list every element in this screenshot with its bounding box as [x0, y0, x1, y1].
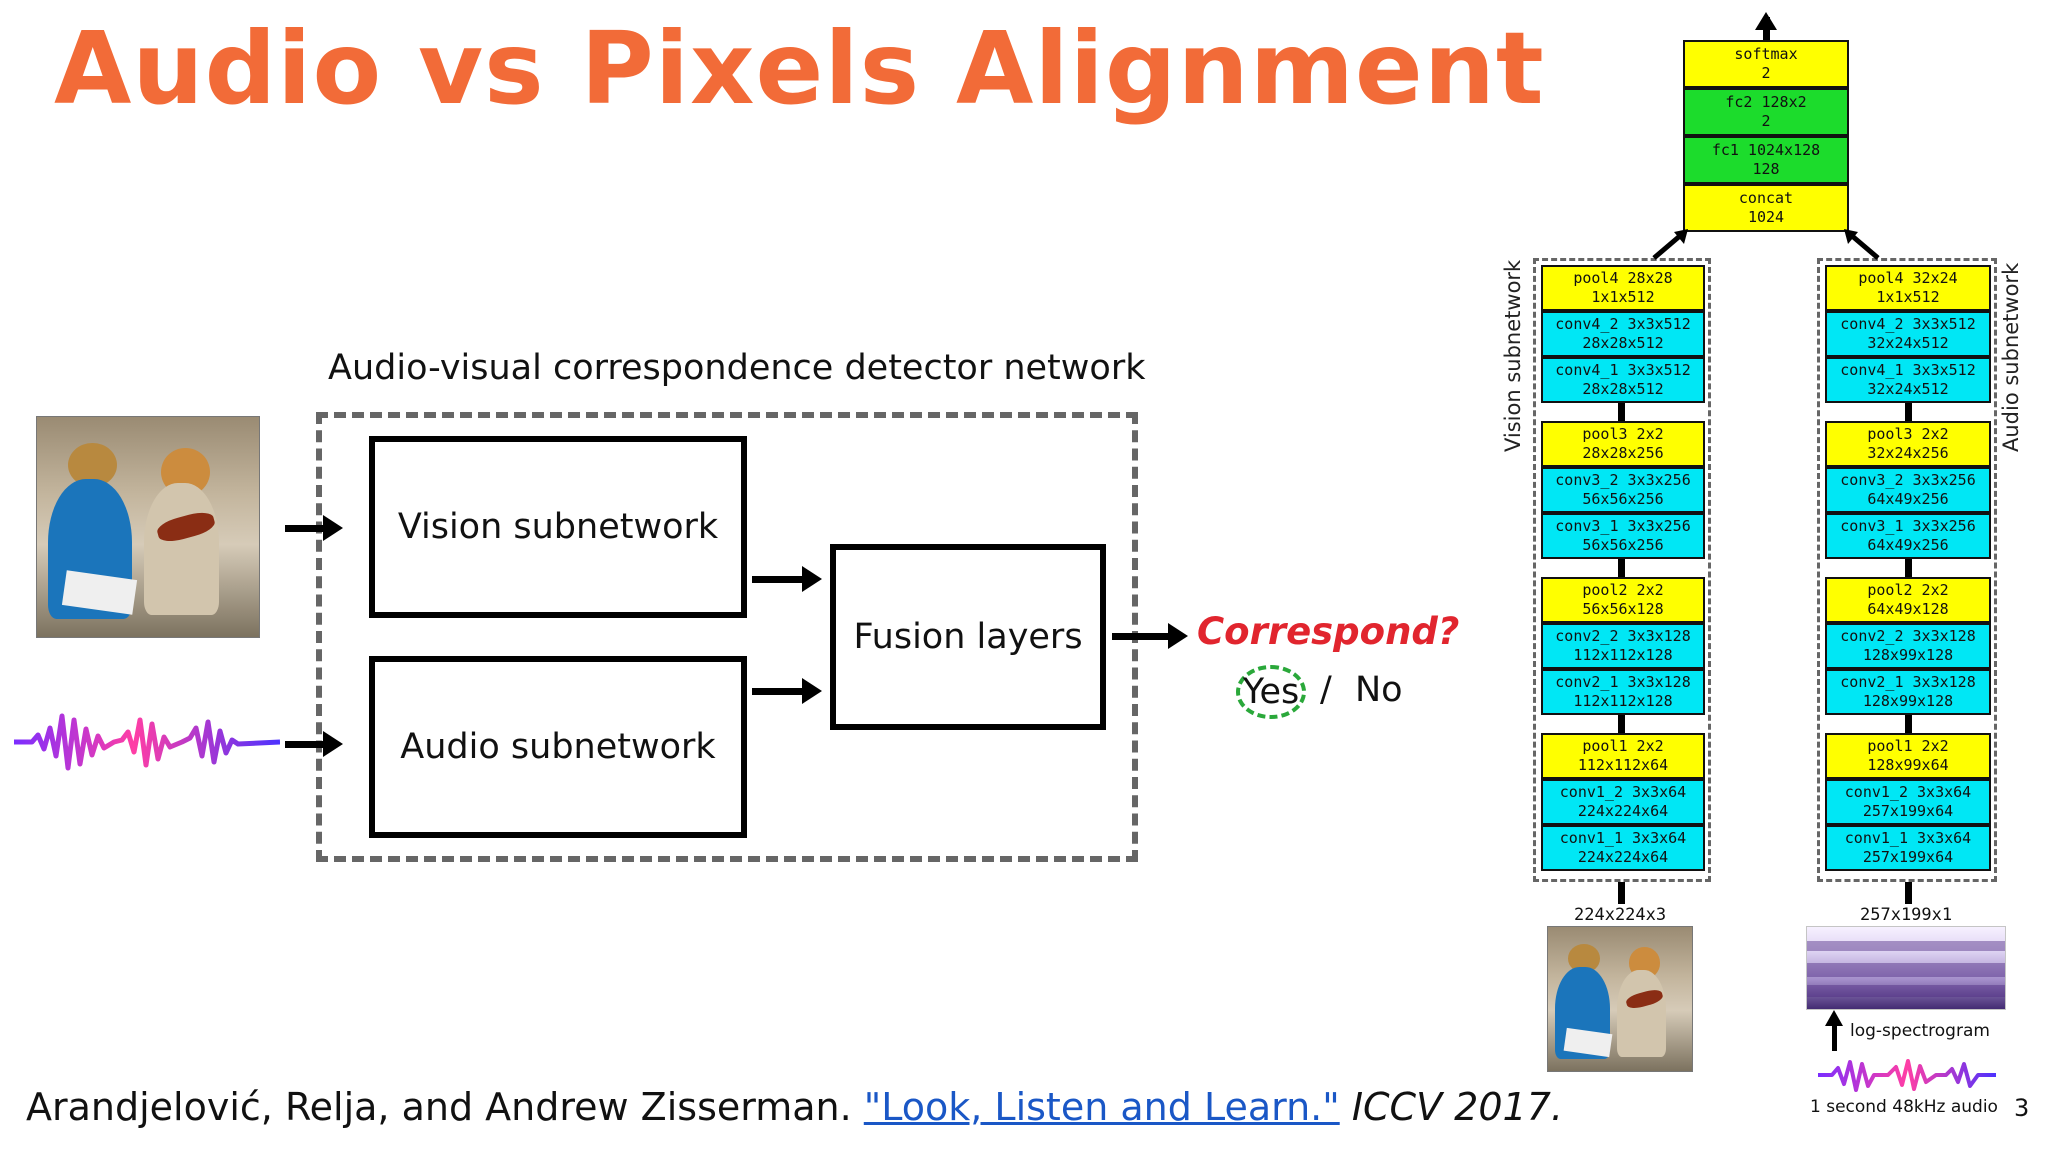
- audio-block-connector: [1905, 403, 1912, 421]
- spectrogram-up-arrowhead: [1825, 1010, 1843, 1026]
- audio-input-size: 257x199x1: [1860, 905, 1953, 925]
- audio-subnetwork-frame: [1817, 258, 1997, 882]
- audio-input-connector: [1905, 882, 1912, 904]
- answer-separator: /: [1320, 670, 1332, 710]
- audio-waveform-icon: [14, 713, 280, 771]
- spectrogram-up-arrow: [1832, 1016, 1837, 1051]
- vision-block-connector: [1618, 403, 1625, 421]
- audio-block-connector: [1905, 559, 1912, 577]
- audio-block-connector: [1905, 715, 1912, 733]
- audio-subnetwork-side-label: Audio subnetwork: [1999, 262, 2023, 452]
- no-answer: No: [1355, 670, 1403, 710]
- vision-input-photo: [36, 416, 260, 638]
- audio-source-label: 1 second 48kHz audio: [1810, 1097, 1998, 1117]
- audio-input-arrow: [285, 731, 343, 757]
- vision-input-arrow: [285, 515, 343, 541]
- output-arrowhead: [1755, 12, 1777, 30]
- vision-input-size: 224x224x3: [1574, 905, 1667, 925]
- fusion-layers-box: Fusion layers: [830, 544, 1106, 730]
- slide-title: Audio vs Pixels Alignment: [54, 10, 1545, 127]
- page-number: 3: [2014, 1094, 2030, 1122]
- vision-block-connector: [1618, 715, 1625, 733]
- vision-to-concat-arrow: [1652, 229, 1688, 260]
- vision-subnetwork-frame: [1533, 258, 1711, 882]
- log-spectrogram-image: [1806, 926, 2006, 1010]
- audio-to-fusion-arrow: [752, 678, 822, 704]
- citation: Arandjelović, Relja, and Andrew Zisserma…: [26, 1085, 1563, 1129]
- yes-answer: Yes: [1236, 665, 1306, 719]
- vision-input-connector: [1618, 882, 1625, 904]
- architecture-input-photo: [1547, 926, 1693, 1072]
- fusion-output-arrow: [1112, 623, 1188, 649]
- violinist: [143, 483, 220, 615]
- vision-subnetwork-box: Vision subnetwork: [369, 436, 747, 618]
- audio-subnetwork-box: Audio subnetwork: [369, 656, 747, 838]
- vision-to-fusion-arrow: [752, 566, 822, 592]
- small-audio-waveform-icon: [1818, 1059, 1996, 1092]
- vision-block-connector: [1618, 559, 1625, 577]
- correspond-question: Correspond?: [1197, 610, 1460, 653]
- citation-authors: Arandjelović, Relja, and Andrew Zisserma…: [26, 1085, 852, 1129]
- paper-title-link[interactable]: "Look, Listen and Learn.": [863, 1085, 1340, 1129]
- diagram-caption: Audio-visual correspondence detector net…: [328, 348, 1146, 388]
- log-spectrogram-label: log-spectrogram: [1850, 1021, 1990, 1041]
- audio-to-concat-arrow: [1844, 229, 1880, 260]
- citation-venue: ICCV 2017.: [1351, 1085, 1563, 1129]
- vision-subnetwork-side-label: Vision subnetwork: [1501, 259, 1525, 452]
